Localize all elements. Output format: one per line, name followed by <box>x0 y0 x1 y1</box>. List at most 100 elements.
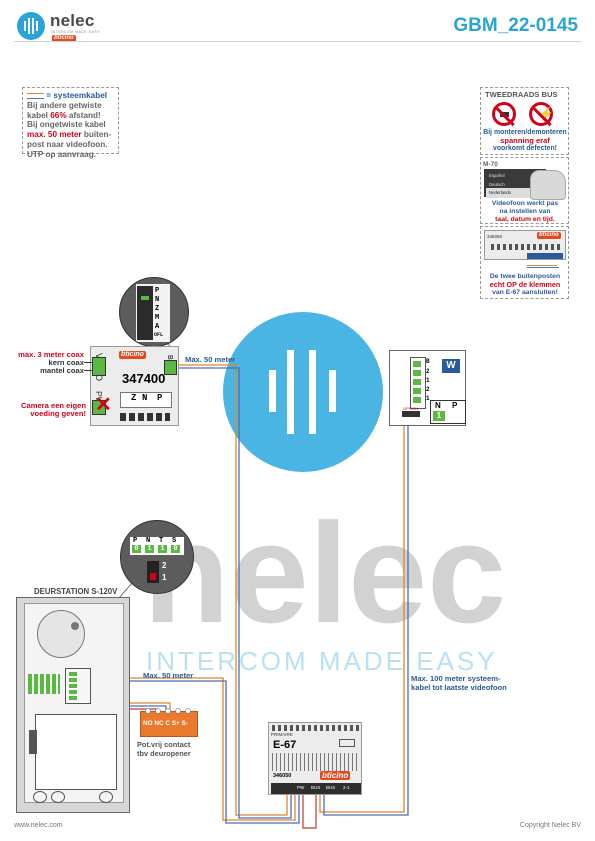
no-power-icon <box>492 102 516 127</box>
system-cable-icon <box>27 92 44 99</box>
zoom-term-ofl: OFL <box>154 332 164 338</box>
door-terminal-block <box>65 668 91 704</box>
e67-model: E-67 <box>273 739 297 751</box>
posts-line2: echt OP de klemmen <box>489 280 561 289</box>
coax-wire-shield <box>84 370 93 371</box>
zoom-term-p: P <box>155 287 160 295</box>
monitor-term-2b: 2 <box>426 386 430 393</box>
warning-panel: TWEEDRAADS BUS ⚡ Bij monteren/demonteren… <box>480 87 569 155</box>
dip-switch <box>147 561 159 583</box>
module-term-n: N <box>142 393 148 403</box>
module-term-z: Z <box>131 393 137 403</box>
monitor-term-1b: 1 <box>426 395 430 402</box>
footer-copyright: Copyright Nelec BV <box>519 822 581 829</box>
menu-item-dutch: Nederlands <box>486 188 537 198</box>
zoom-term-a: A <box>155 323 160 331</box>
no-lightning-icon: ⚡ <box>529 102 554 127</box>
e67-panel: 346050 bticino De twee buitenposten echt… <box>480 226 569 299</box>
cable-note-line7: UTP op aanvraag. <box>27 149 97 159</box>
wire-door-e67-orange <box>82 677 296 821</box>
watermark-logo-icon <box>223 312 383 472</box>
watermark-tagline: INTERCOM MADE EASY <box>146 646 498 676</box>
top-zoom-circle: P N Z M A OFL <box>119 277 189 347</box>
coax-wire-core <box>84 362 93 363</box>
cable-note-line5: max. 50 meter buiten- <box>27 130 112 140</box>
dip-label-strip: P N T S 0 1 1 0 <box>130 537 184 555</box>
module-pwr-terminals <box>92 400 106 415</box>
monitor-unit: B 2 1 2 1 W N P 1 OFF/ON <box>389 350 466 426</box>
header: nelec INTERCOM MADE EASY bticino GBM_22-… <box>0 0 595 42</box>
e67-mini-wire-blue <box>527 262 559 268</box>
wire-module-e67-blue <box>178 367 292 819</box>
e67-mini-code: 346050 <box>487 234 503 239</box>
e67-top-terminals <box>272 725 360 731</box>
monitor-np-box: N P 1 <box>430 400 466 424</box>
relay-screws <box>144 707 194 715</box>
m70-label: M-70 <box>483 161 498 168</box>
camera-lens-icon <box>71 622 79 630</box>
monitor-term-2a: 2 <box>426 368 430 375</box>
footer-website: www.nelec.com <box>14 822 63 829</box>
monitor-terminal-block <box>410 357 426 409</box>
coax-limit-note: max. 3 meter coax <box>18 350 84 359</box>
dip-value-p: 0 <box>132 545 141 553</box>
monitor-term-b: B <box>426 358 430 365</box>
door-bottom-button-3 <box>99 791 113 803</box>
menu-item-german: Deutsch <box>489 182 505 187</box>
zoom-term-m: M <box>155 314 160 322</box>
e67-vents <box>272 753 360 771</box>
menu-item-spanish: Español <box>489 173 505 178</box>
zoom-led-icon <box>141 296 149 300</box>
e67-term-bus2: BUS <box>326 785 336 790</box>
setup-line1: Videofoon werkt pas <box>491 200 559 207</box>
warning-line2: spanning eraf <box>500 136 550 145</box>
relay-terminals: NO NC C S+ S- <box>143 720 188 727</box>
nelec-logo-icon <box>17 12 45 40</box>
setup-panel: M-70 Español Deutsch Nederlands Videofoo… <box>480 157 569 224</box>
relay-module: NO NC C S+ S- <box>140 707 198 737</box>
wire-door-e67-blue <box>82 680 300 824</box>
pwr-cross-icon: ✕ <box>95 394 112 416</box>
e67-device: PRIMAIRE E-67 346050 bticino PW BUS BUS … <box>268 722 362 795</box>
monitor-n-label: N <box>435 401 441 410</box>
wire-e67-bus-red <box>302 795 317 829</box>
cable-note-line6: post naar videofoon. <box>27 139 108 149</box>
dip-switch-label-2: 2 <box>162 561 167 570</box>
header-divider <box>14 41 581 42</box>
e67-code: 346050 <box>273 773 292 779</box>
module-model: 347400 <box>122 371 166 386</box>
speaker-icon <box>37 610 85 658</box>
door-bottom-button-2 <box>51 791 65 803</box>
warning-line1: Bij monteren/demonteren <box>483 129 567 136</box>
coax-shield-label: mantel coax <box>40 366 84 375</box>
module-bus-terminals <box>164 360 177 375</box>
e67-mini-device: 346050 bticino <box>484 230 566 260</box>
monitor-term-1a: 1 <box>426 377 430 384</box>
camera-note-line2: voeding geven! <box>30 409 86 418</box>
door-frame-inner <box>35 714 117 790</box>
dip-value-t: 1 <box>158 545 167 553</box>
warning-title: TWEEDRAADS BUS <box>485 90 558 99</box>
dip-zoom-circle: P N T S 0 1 1 0 2 1 <box>120 520 194 594</box>
posts-line3: van E-67 aansluiten! <box>492 289 558 296</box>
document-id: GBM_22-0145 <box>453 15 578 36</box>
cable-note-line2: Bij andere getwiste <box>27 100 102 110</box>
e67-ce-mark <box>339 739 355 747</box>
dip-switch-label-1: 1 <box>162 573 167 582</box>
distance-100-line2: kabel tot laatste videofoon <box>411 683 507 692</box>
e67-brand: bticino <box>320 771 351 780</box>
e67-mini-terminals <box>491 244 563 250</box>
e67-term-pw: PW <box>297 785 305 790</box>
relay-note-line2: tbv deuropener <box>137 749 191 758</box>
dip-value-s: 0 <box>171 545 180 553</box>
partner-logo: bticino <box>52 35 76 42</box>
e67-tag: PRIMAIRE <box>271 732 293 737</box>
cable-note-line3: kabel 66% afstand! <box>27 110 101 120</box>
module-347400: VIDEO bticino BUS 347400 PWR ✕ Z N P <box>90 346 179 426</box>
watermark-word: nelec <box>143 494 507 653</box>
relay-note-line1: Pot.vrij contact <box>137 740 191 749</box>
distance-bottom-label: Max. 50 meter <box>143 671 194 680</box>
setup-line2: na instellen van <box>499 208 551 215</box>
distance-top-label: Max. 50 meter <box>185 355 236 364</box>
coax-core-label: kern coax <box>48 358 84 367</box>
